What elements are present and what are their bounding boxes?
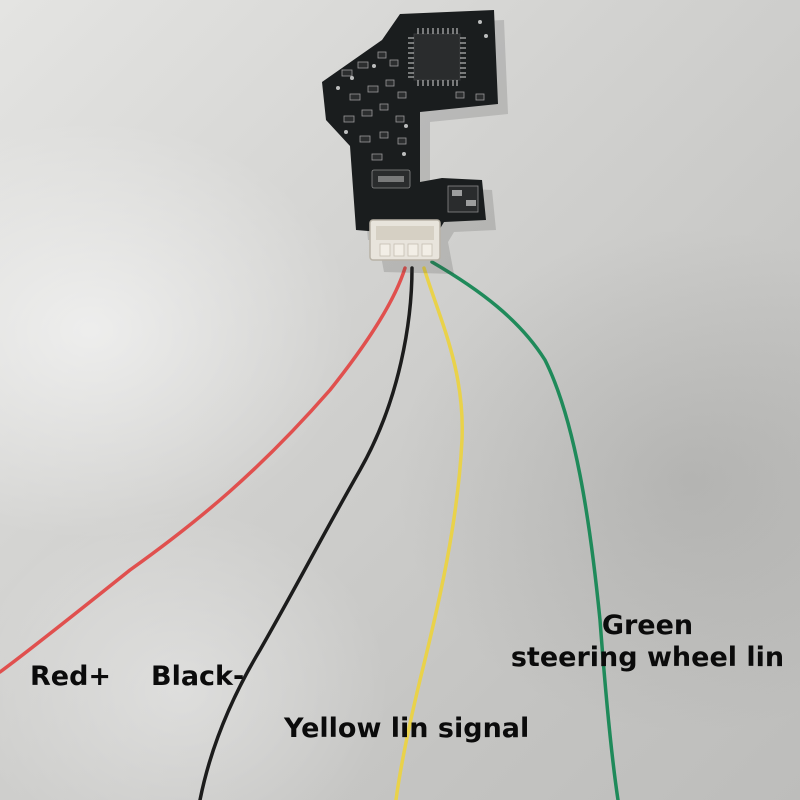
green-wire-label-line2: steering wheel lin xyxy=(510,642,785,673)
green-wire-label: Green steering wheel lin xyxy=(505,610,790,674)
red-wire xyxy=(0,266,407,674)
black-wire xyxy=(198,266,414,800)
pcb-board xyxy=(322,10,498,261)
regulator-chip xyxy=(447,185,479,213)
black-wire-label: Black- xyxy=(151,661,245,692)
green-wire xyxy=(430,260,620,800)
microcontroller-chip xyxy=(413,33,461,81)
wire-connector xyxy=(369,219,441,261)
green-wire-label-line1: Green xyxy=(601,610,694,641)
yellow-wire-label: Yellow lin signal xyxy=(284,713,530,744)
yellow-wire xyxy=(394,266,464,800)
red-wire-label: Red+ xyxy=(30,661,112,692)
